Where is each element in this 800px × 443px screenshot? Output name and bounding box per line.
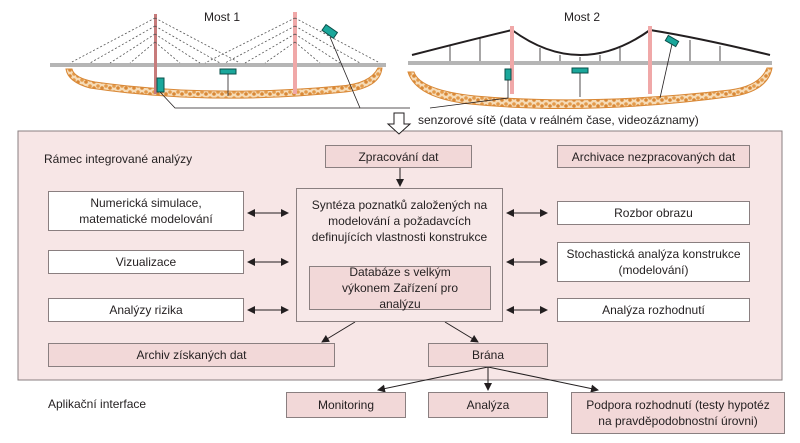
application-interface-title: Aplikační interface: [48, 397, 147, 411]
bridge-2-sensor-3: [664, 34, 680, 48]
raw-data-archive-box: Archivace nezpracovaných dat: [557, 145, 750, 168]
bridge-1-label: Most 1: [204, 10, 241, 24]
sensor-input-arrow: [386, 112, 412, 135]
bridge-2-illustration: [407, 26, 773, 109]
bridge-2-sensor-1: [504, 68, 512, 81]
image-analysis-box: Rozbor obrazu: [557, 201, 750, 225]
bridge-2-sensor-2: [571, 67, 589, 74]
decision-support-box: Podpora rozhodnutí (testy hypotéz na pra…: [571, 392, 785, 434]
stochastic-analysis-box: Stochastická analýza konstrukce (modelov…: [557, 242, 750, 282]
numerical-simulation-box: Numerická simulace, matematické modelová…: [48, 191, 244, 231]
gateway-box: Brána: [428, 343, 548, 367]
bridge-2-pylon-left: [510, 26, 514, 94]
bridge-1-sensor-1: [156, 77, 165, 93]
visualization-box: Vizualizace: [48, 250, 244, 274]
sensor-network-caption: senzorové sítě (data v reálném čase, vid…: [418, 113, 699, 127]
monitoring-box: Monitoring: [286, 392, 406, 418]
risk-analysis-box: Analýzy rizika: [48, 298, 244, 322]
framework-title: Rámec integrované analýzy: [44, 152, 193, 166]
decision-analysis-box: Analýza rozhodnutí: [557, 298, 750, 322]
bridge-1-deck: [50, 63, 386, 67]
bridge-1-illustration: [50, 12, 386, 99]
bridge-1-ground: [65, 67, 383, 99]
bridge-2-pylon-right: [648, 26, 652, 94]
bridge-1-sensor-3: [321, 23, 339, 39]
data-processing-box: Zpracování dat: [325, 145, 472, 168]
sensor-leader-lines: [159, 36, 673, 109]
bridge-2-deck: [408, 61, 772, 65]
bridge-2-label: Most 2: [564, 10, 601, 24]
bridge-1-pylon-right: [293, 12, 297, 94]
knowledge-synthesis-text: Syntéza poznatků založených na modelován…: [311, 198, 488, 244]
bridge-2-ground: [407, 67, 773, 109]
high-performance-database-box: Databáze s velkým výkonem Zařízení pro a…: [309, 265, 491, 311]
bridge-2-cable: [411, 28, 771, 56]
analysis-box: Analýza: [428, 392, 548, 418]
bridge-1-pylon-left: [154, 14, 157, 94]
bridge-1-sensor-2: [219, 68, 237, 75]
acquired-data-archive-box: Archiv získaných dat: [48, 343, 335, 367]
